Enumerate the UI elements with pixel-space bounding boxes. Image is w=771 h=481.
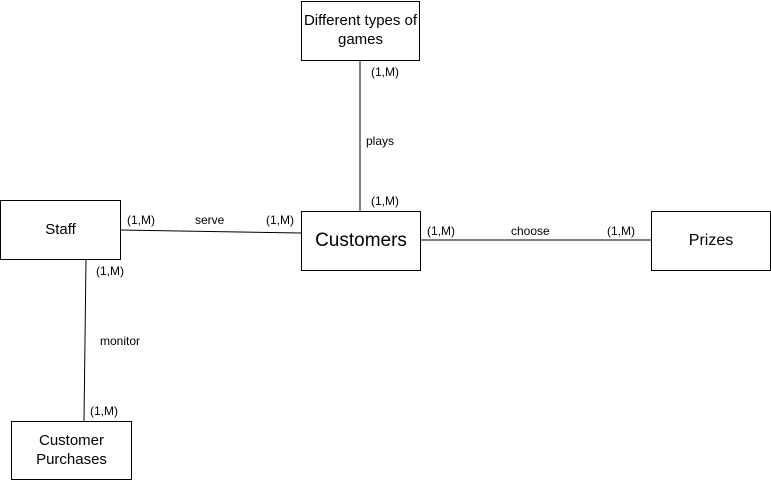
entity-games-label: Different types of games: [303, 12, 418, 48]
entity-staff: Staff: [0, 200, 121, 260]
entity-customers: Customers: [301, 211, 421, 271]
entity-customer-purchases: Customer Purchases: [11, 421, 132, 480]
cardinality-serve-customers-end: (1,M): [266, 213, 294, 227]
entity-prizes: Prizes: [651, 211, 771, 271]
relationship-serve-label: serve: [195, 213, 225, 227]
entity-prizes-label: Prizes: [688, 232, 734, 249]
cardinality-plays-customers-end: (1,M): [371, 194, 399, 208]
cardinality-serve-staff-end: (1,M): [127, 213, 155, 227]
entity-purchases-label: Customer Purchases: [36, 431, 107, 468]
cardinality-choose-customers-end: (1,M): [427, 224, 455, 238]
entity-customers-label: Customers: [315, 230, 407, 252]
cardinality-choose-prizes-end: (1,M): [607, 224, 635, 238]
cardinality-monitor-purchases-end: (1,M): [90, 404, 118, 418]
relationship-monitor-label: monitor: [100, 334, 141, 348]
monitor-line: [83, 258, 87, 422]
relationship-choose-label: choose: [511, 224, 550, 238]
entity-staff-label: Staff: [45, 220, 76, 238]
serve-line: [120, 229, 302, 234]
cardinality-plays-games-end: (1,M): [371, 65, 399, 79]
relationship-plays-label: plays: [366, 134, 395, 148]
cardinality-monitor-staff-end: (1,M): [96, 264, 124, 278]
entity-different-types-of-games: Different types of games: [301, 1, 420, 61]
